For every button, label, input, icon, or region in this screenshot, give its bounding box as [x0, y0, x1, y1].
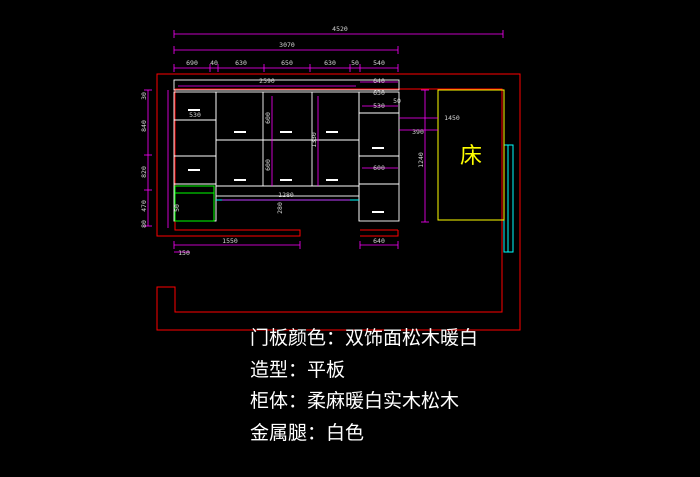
- wall-outer: [156, 73, 521, 331]
- dim-seg-2: 40: [210, 59, 218, 67]
- dim-right-wall-top: 640: [373, 77, 385, 85]
- wall-inner-top: [174, 89, 301, 231]
- dim-seg-7: 540: [373, 59, 385, 67]
- dimension-lines: [144, 30, 504, 253]
- dim-left-3: 820: [140, 166, 148, 178]
- dim-overall: 4520: [332, 25, 348, 33]
- dim-right-600: 600: [373, 164, 385, 172]
- dim-center-h: 600: [264, 159, 272, 171]
- dim-left-1: 30: [140, 92, 148, 100]
- bed: 床: [437, 89, 505, 221]
- desk-top: [215, 185, 360, 197]
- dim-right-530: 530: [373, 102, 385, 110]
- dim-left-small: 50: [173, 204, 181, 212]
- room-walls: [156, 73, 521, 331]
- dim-niche-depth: 530: [189, 111, 201, 119]
- dim-seg-1: 690: [186, 59, 198, 67]
- note-style: 造型：平板: [250, 358, 346, 381]
- dim-seg-6: 50: [351, 59, 359, 67]
- dim-tall-h: 1330: [310, 132, 318, 148]
- bed-outline: [437, 89, 505, 221]
- dim-desk-h: 280: [276, 202, 284, 214]
- note-carcass: 柜体：柔麻暖白实木松木: [250, 390, 460, 412]
- dimension-labels: 4520 3070 690 40 630 650 630 50 540 2590…: [140, 25, 460, 257]
- cabinet-center-upper: [215, 91, 360, 187]
- dim-seg-5: 630: [324, 59, 336, 67]
- dim-seg-4: 650: [281, 59, 293, 67]
- dim-bed-width: 1450: [444, 114, 460, 122]
- dim-right-tall: 1240: [417, 152, 425, 168]
- dim-left-5: 80: [140, 220, 148, 228]
- dim-bottom-small: 150: [178, 249, 190, 257]
- dim-left-4: 470: [140, 200, 148, 212]
- dim-upper: 3070: [279, 41, 295, 49]
- dim-desk-len: 1280: [278, 191, 294, 199]
- wall-right-notch: [360, 230, 399, 237]
- top-strip: [173, 79, 400, 91]
- dim-inner-run: 2590: [259, 77, 275, 85]
- dim-right-390: 390: [412, 128, 424, 136]
- note-door-color: 门板颜色：双饰面松木暖白: [250, 327, 479, 349]
- dim-bottom-right: 640: [373, 237, 385, 245]
- dim-left-2: 840: [140, 120, 148, 132]
- spec-notes: 门板颜色：双饰面松木暖白 造型：平板 柜体：柔麻暖白实木松木 金属腿：白色: [250, 323, 478, 449]
- dim-right-small: 50: [393, 97, 401, 105]
- bed-label: 床: [460, 144, 482, 169]
- dim-seg-3: 630: [235, 59, 247, 67]
- note-metal-legs: 金属腿：白色: [250, 421, 365, 444]
- dim-bottom-left: 1550: [222, 237, 238, 245]
- green-niche: [174, 185, 215, 222]
- dim-upper-door-h: 600: [264, 112, 272, 124]
- dim-side-offset: 630: [373, 89, 385, 97]
- cabinet-right-tower: [358, 91, 400, 222]
